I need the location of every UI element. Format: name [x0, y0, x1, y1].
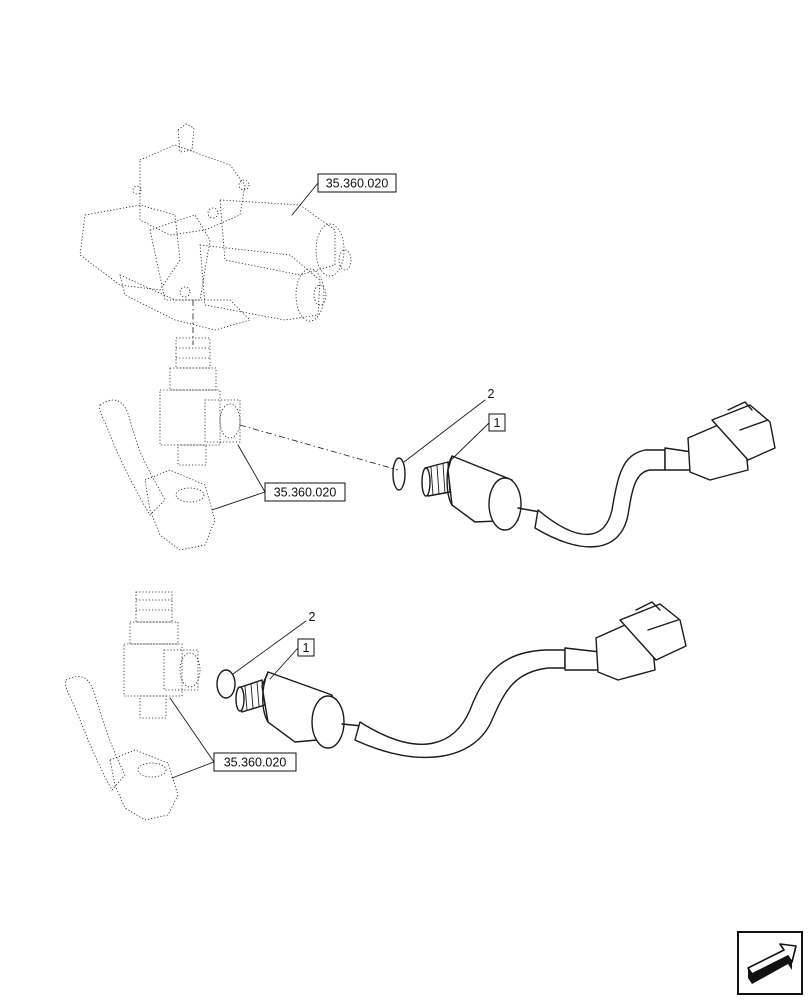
next-page-arrow-icon[interactable]: [737, 931, 803, 995]
leader-lines: [169, 182, 490, 779]
svg-text:35.360.020: 35.360.020: [224, 756, 287, 770]
solenoid-valve-block: [79, 123, 352, 331]
svg-text:35.360.020: 35.360.020: [274, 486, 337, 500]
callout-item-1-lower[interactable]: 1: [297, 638, 315, 657]
pressure-switch-lower: [235, 601, 687, 759]
svg-text:2: 2: [309, 610, 316, 624]
callout-item-2-lower[interactable]: 2: [309, 610, 316, 624]
svg-text:2: 2: [488, 387, 495, 401]
o-ring-upper: [392, 457, 406, 491]
callout-ref-upper-valve[interactable]: 35.360.020: [317, 173, 397, 193]
svg-text:1: 1: [303, 641, 310, 655]
callout-ref-upper-tee[interactable]: 35.360.020: [264, 482, 346, 502]
callout-item-2-upper[interactable]: 2: [488, 387, 495, 401]
upper-tee-fitting: [99, 337, 241, 551]
callout-ref-lower-tee[interactable]: 35.360.020: [213, 752, 297, 772]
axis-line-upper: [239, 424, 399, 471]
pressure-switch-upper: [421, 401, 776, 548]
callout-item-1-upper[interactable]: 1: [488, 413, 506, 432]
svg-text:1: 1: [494, 416, 501, 430]
o-ring-lower: [216, 669, 236, 699]
svg-text:35.360.020: 35.360.020: [326, 177, 389, 191]
lower-tee-fitting: [65, 591, 201, 821]
